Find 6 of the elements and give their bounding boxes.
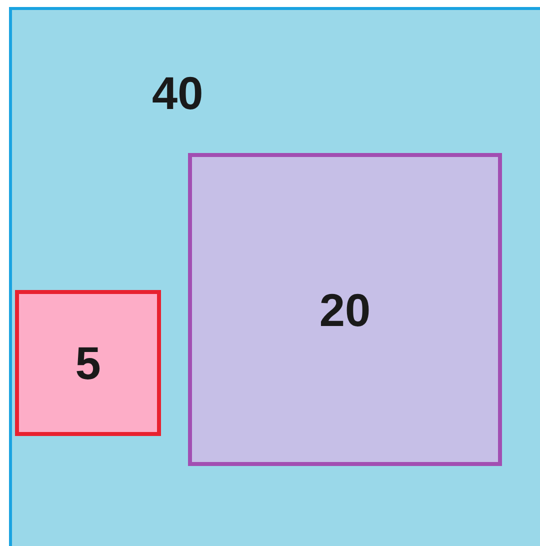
- size-label: 5: [75, 340, 101, 386]
- outer-square: [9, 7, 540, 546]
- size-label: 40: [152, 70, 204, 116]
- small-square: [15, 290, 161, 436]
- large-square: [188, 153, 502, 466]
- size-label: 20: [319, 286, 371, 332]
